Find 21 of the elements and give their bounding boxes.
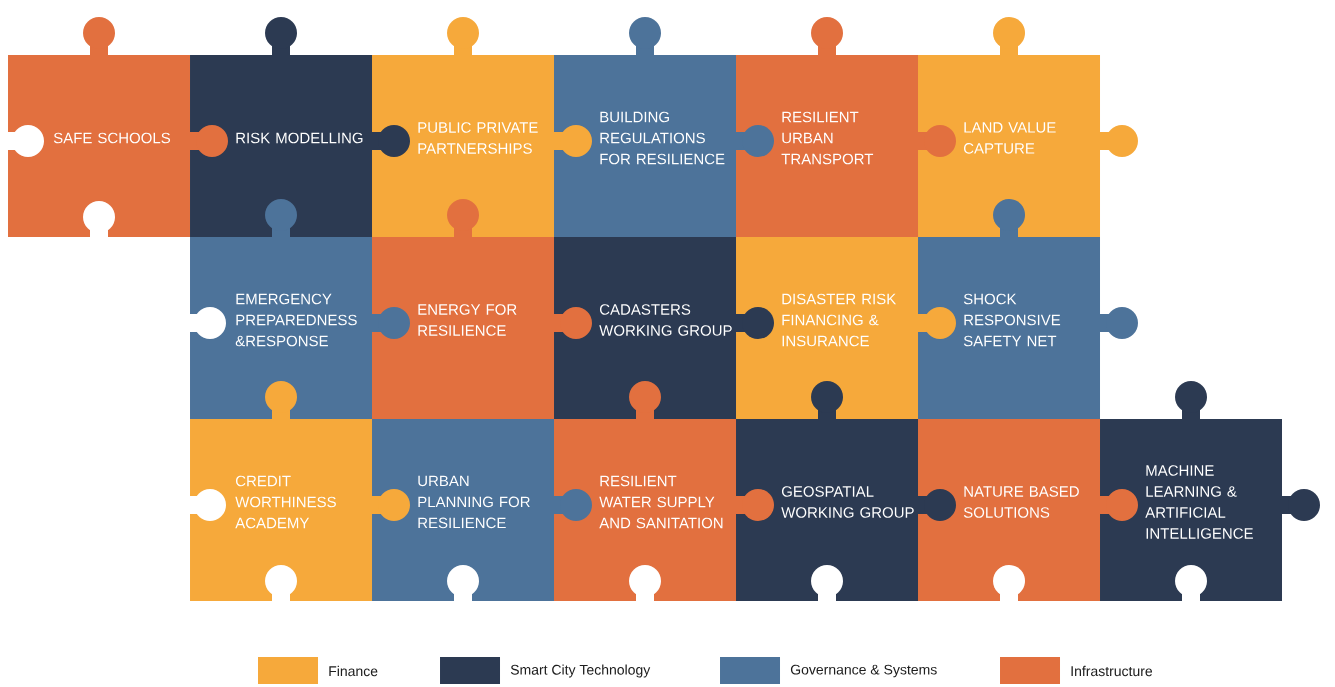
puzzle-piece: SAFE SCHOOLS [7, 17, 228, 238]
puzzle-piece: NATURE BASED SOLUTIONS [918, 419, 1138, 602]
legend-label: Infrastructure [1071, 665, 1153, 677]
puzzle-piece: RISK MODELLING [190, 17, 410, 237]
puzzle-piece: CADASTERS WORKING GROUP [554, 237, 774, 419]
legend-label: Governance & Systems [790, 664, 937, 678]
puzzle-piece: SHOCK RESPONSIVE SAFETY NET [918, 199, 1138, 419]
puzzle-piece: ENERGY FOR RESILIENCE [372, 199, 592, 419]
puzzle-piece: CREDIT WORTHINESS ACADEMY [189, 381, 410, 602]
puzzle-piece: URBAN PLANNING FOR RESILIENCE [372, 419, 592, 602]
puzzle-piece: RESILIENT URBAN TRANSPORT [736, 17, 956, 237]
puzzle-piece: LAND VALUE CAPTURE [918, 17, 1138, 237]
puzzle-piece: DISASTER RISK FINANCING & INSURANCE [736, 237, 956, 419]
puzzle-piece: EMERGENCY PREPAREDNESS &RESPONSE [189, 199, 410, 419]
legend-label: Smart City Technology [510, 664, 651, 678]
puzzle-piece: PUBLIC PRIVATE PARTNERSHIPS [372, 17, 592, 237]
legend-label: Finance [329, 665, 378, 677]
puzzle-piece: RESILIENT WATER SUPPLY AND SANITATION [554, 381, 774, 602]
puzzle-piece: BUILDING REGULATIONS FOR RESILIENCE [554, 17, 774, 237]
puzzle-piece: GEOSPATIAL WORKING GROUP [736, 381, 956, 602]
puzzle-piece: MACHINE LEARNING & ARTIFICIAL INTELLIGENCE [1100, 381, 1320, 602]
